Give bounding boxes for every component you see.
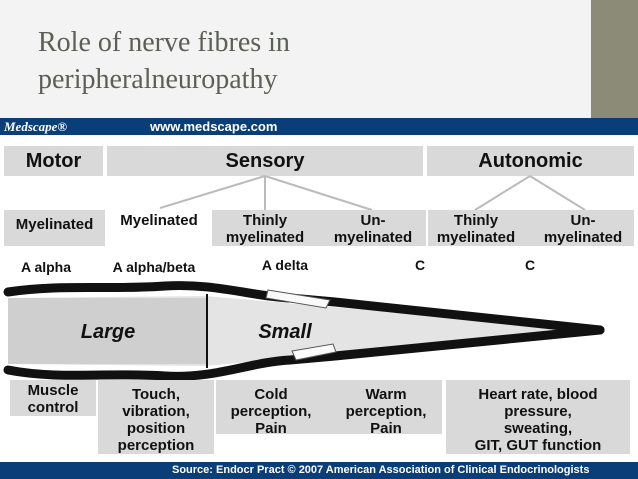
nerve-label-small: Small <box>258 321 312 343</box>
fibre-type-a-delta: A delta <box>261 257 309 273</box>
function-temperature-box <box>216 380 442 434</box>
motor-box <box>4 146 103 176</box>
nerve-bottom-edge <box>3 325 605 381</box>
upper-fibre-mark <box>265 289 331 309</box>
subtype-autonomic-unmyelinated: Un-myelinated <box>543 212 623 246</box>
category-sensory: Sensory <box>225 150 305 172</box>
category-motor: Motor <box>25 150 82 172</box>
fibre-type-a-alpha-beta: A alpha/beta <box>112 259 196 275</box>
figure-footer-bar: Source: Endocr Pract © 2007 American Ass… <box>0 462 638 479</box>
function-motor-box <box>10 380 96 416</box>
fibre-type-c-sensory: C <box>414 257 426 273</box>
motor-subtype-box <box>4 210 105 246</box>
slide-title-line-1: Role of nerve fibres in <box>38 27 290 58</box>
slide-title: Role of nerve fibres in peripheralneurop… <box>38 24 518 98</box>
nerve-diagram <box>3 175 605 381</box>
sensory-box <box>107 146 423 176</box>
nerve-label-large: Large <box>80 321 136 343</box>
medscape-logo: Medscape® <box>4 119 68 134</box>
figure-header-bar: Medscape® www.medscape.com <box>0 118 638 135</box>
decorative-side-bar <box>591 0 638 118</box>
large-fibre-shade <box>8 298 206 364</box>
lower-fibre-mark <box>291 343 337 361</box>
sensory-subtype-box <box>212 210 426 246</box>
subtype-motor-myelinated: Myelinated <box>15 216 94 233</box>
nerve-fibre-figure: Medscape® www.medscape.com Motor Sensory… <box>0 118 638 479</box>
autonomic-subtype-box <box>428 210 634 246</box>
autonomic-box <box>427 146 634 176</box>
function-autonomic-box <box>446 380 630 454</box>
figure-url: www.medscape.com <box>150 119 278 134</box>
function-touch-box <box>98 380 214 454</box>
subtype-sensory-myelinated: Myelinated <box>120 212 198 229</box>
fibre-type-c-autonomic: C <box>524 257 536 273</box>
category-autonomic: Autonomic <box>478 150 583 172</box>
connector-lines <box>159 175 586 211</box>
subtype-sensory-unmyelinated: Un-myelinated <box>333 212 413 246</box>
slide-title-line-2: peripheralneuropathy <box>38 64 278 95</box>
fibre-type-a-alpha: A alpha <box>20 259 72 275</box>
figure-source: Source: Endocr Pract © 2007 American Ass… <box>172 464 590 476</box>
